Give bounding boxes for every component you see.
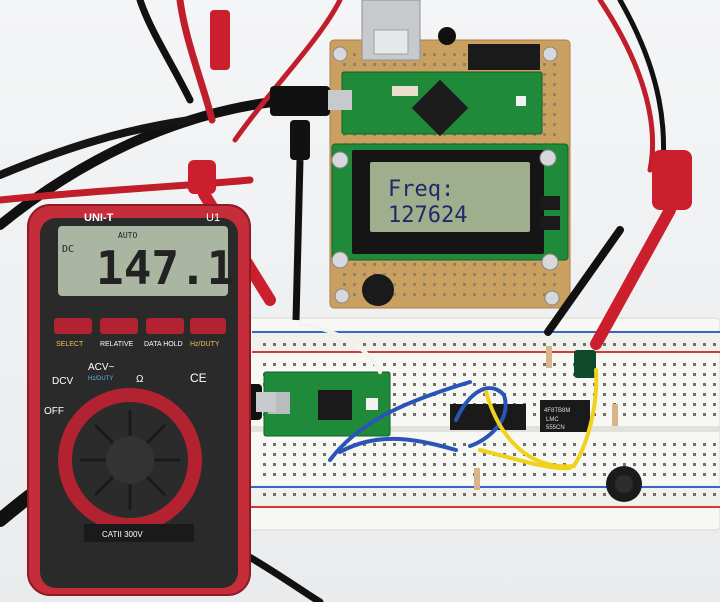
dial-acv: ACV~ <box>88 362 115 373</box>
meter-brand: UNI-T <box>84 212 114 224</box>
lcd-line-1: Freq: <box>388 177 454 202</box>
meter-auto: AUTO <box>118 231 137 240</box>
jumper-wires <box>298 322 599 471</box>
meter-buttons: SELECT RELATIVE DATA HOLD Hz/DUTY <box>54 318 226 348</box>
meter-button-relative: RELATIVE <box>100 341 134 348</box>
meter-button-datahold: DATA HOLD <box>144 341 183 348</box>
lcd-screen <box>370 162 530 232</box>
capacitor <box>574 350 596 378</box>
multimeter: UNI-T U1 DC AUTO 147.1 SELECT RELATIVE D… <box>27 204 251 596</box>
frequency-counter-board: Freq: 127624 <box>329 0 571 309</box>
meter-reading: 147.1 <box>96 241 234 295</box>
meter-display <box>58 226 228 296</box>
chip-label-timer-line1: LMC <box>546 417 559 423</box>
resistors <box>474 346 618 490</box>
meter-cat-rating: CATII 300V <box>102 530 143 539</box>
chip-label-regulator: 4F8TB8M <box>544 408 570 414</box>
ic-regulator-timer: 4F8TB8M LMC 555CN <box>540 400 590 432</box>
meter-mode: DC <box>62 244 74 255</box>
dial-off: OFF <box>44 406 64 417</box>
meter-button-select: SELECT <box>56 341 84 348</box>
dial-ce: CE <box>190 371 207 385</box>
dial-dcv: DCV <box>52 376 73 387</box>
lcd-line-2: 127624 <box>388 203 467 228</box>
meter-model: U1 <box>206 212 220 224</box>
meter-button-hzduty: Hz/DUTY <box>190 341 220 348</box>
mcu-board-breadboard <box>263 371 391 437</box>
dial-ohm: Ω <box>136 374 144 385</box>
chip-label-timer-line2: 555CN <box>546 425 565 431</box>
dial-acv-hz: Hz/DUTY <box>88 376 113 382</box>
potentiometer <box>606 466 642 502</box>
